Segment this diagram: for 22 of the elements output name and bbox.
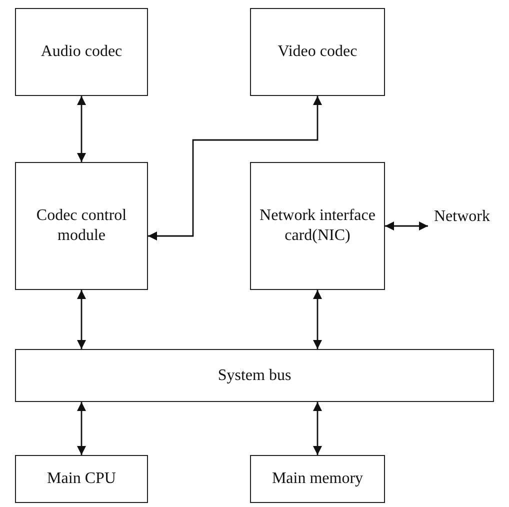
block-box: [15, 8, 148, 96]
block-label: Main memory: [272, 469, 364, 489]
arrow: [148, 96, 322, 240]
arrow: [77, 402, 86, 455]
block-box: [250, 162, 385, 290]
arrow: [313, 290, 322, 349]
bus-bar: [15, 349, 494, 402]
block-box: [250, 8, 385, 96]
arrow: [313, 402, 322, 455]
block-label: Video codec: [278, 42, 358, 62]
arrow: [385, 222, 428, 230]
block-box: [15, 455, 148, 503]
block-label: Main CPU: [47, 469, 116, 489]
block-label: Network: [434, 207, 490, 227]
block-label: Audio codec: [40, 42, 122, 62]
block-label: Codec control module: [35, 206, 128, 246]
block-box: [15, 162, 148, 290]
block-label: System bus: [218, 366, 292, 386]
block-box: [250, 455, 385, 503]
arrow: [77, 290, 86, 349]
arrow: [77, 96, 86, 162]
block-label: Network interface card(NIC): [258, 206, 376, 246]
